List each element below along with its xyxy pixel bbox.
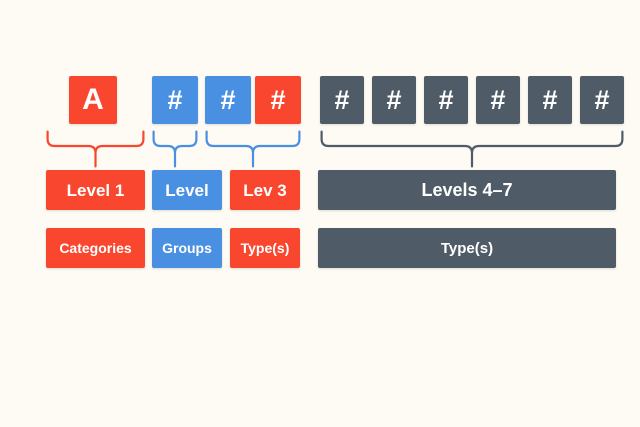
tile-levels-4-7-4: # — [476, 76, 520, 124]
tile-types-small-2: # — [255, 76, 301, 124]
tile-types-small-1: # — [205, 76, 251, 124]
bracket-levels-4-7 — [320, 130, 624, 168]
tile-levels-4-7-2: # — [372, 76, 416, 124]
desc-bar-categories: Categories — [46, 228, 145, 268]
tile-groups-1: # — [152, 76, 198, 124]
tile-levels-4-7-5: # — [528, 76, 572, 124]
desc-bar-types-small: Type(s) — [230, 228, 300, 268]
level-bar-groups: Level — [152, 170, 222, 210]
tile-categories-1: A — [69, 76, 117, 124]
level-bar-types-small: Lev 3 — [230, 170, 300, 210]
desc-bar-groups: Groups — [152, 228, 222, 268]
tile-levels-4-7-1: # — [320, 76, 364, 124]
level-bar-levels-4-7: Levels 4–7 — [318, 170, 616, 210]
level-bar-categories: Level 1 — [46, 170, 145, 210]
tile-levels-4-7-6: # — [580, 76, 624, 124]
tile-levels-4-7-3: # — [424, 76, 468, 124]
desc-bar-levels-4-7: Type(s) — [318, 228, 616, 268]
